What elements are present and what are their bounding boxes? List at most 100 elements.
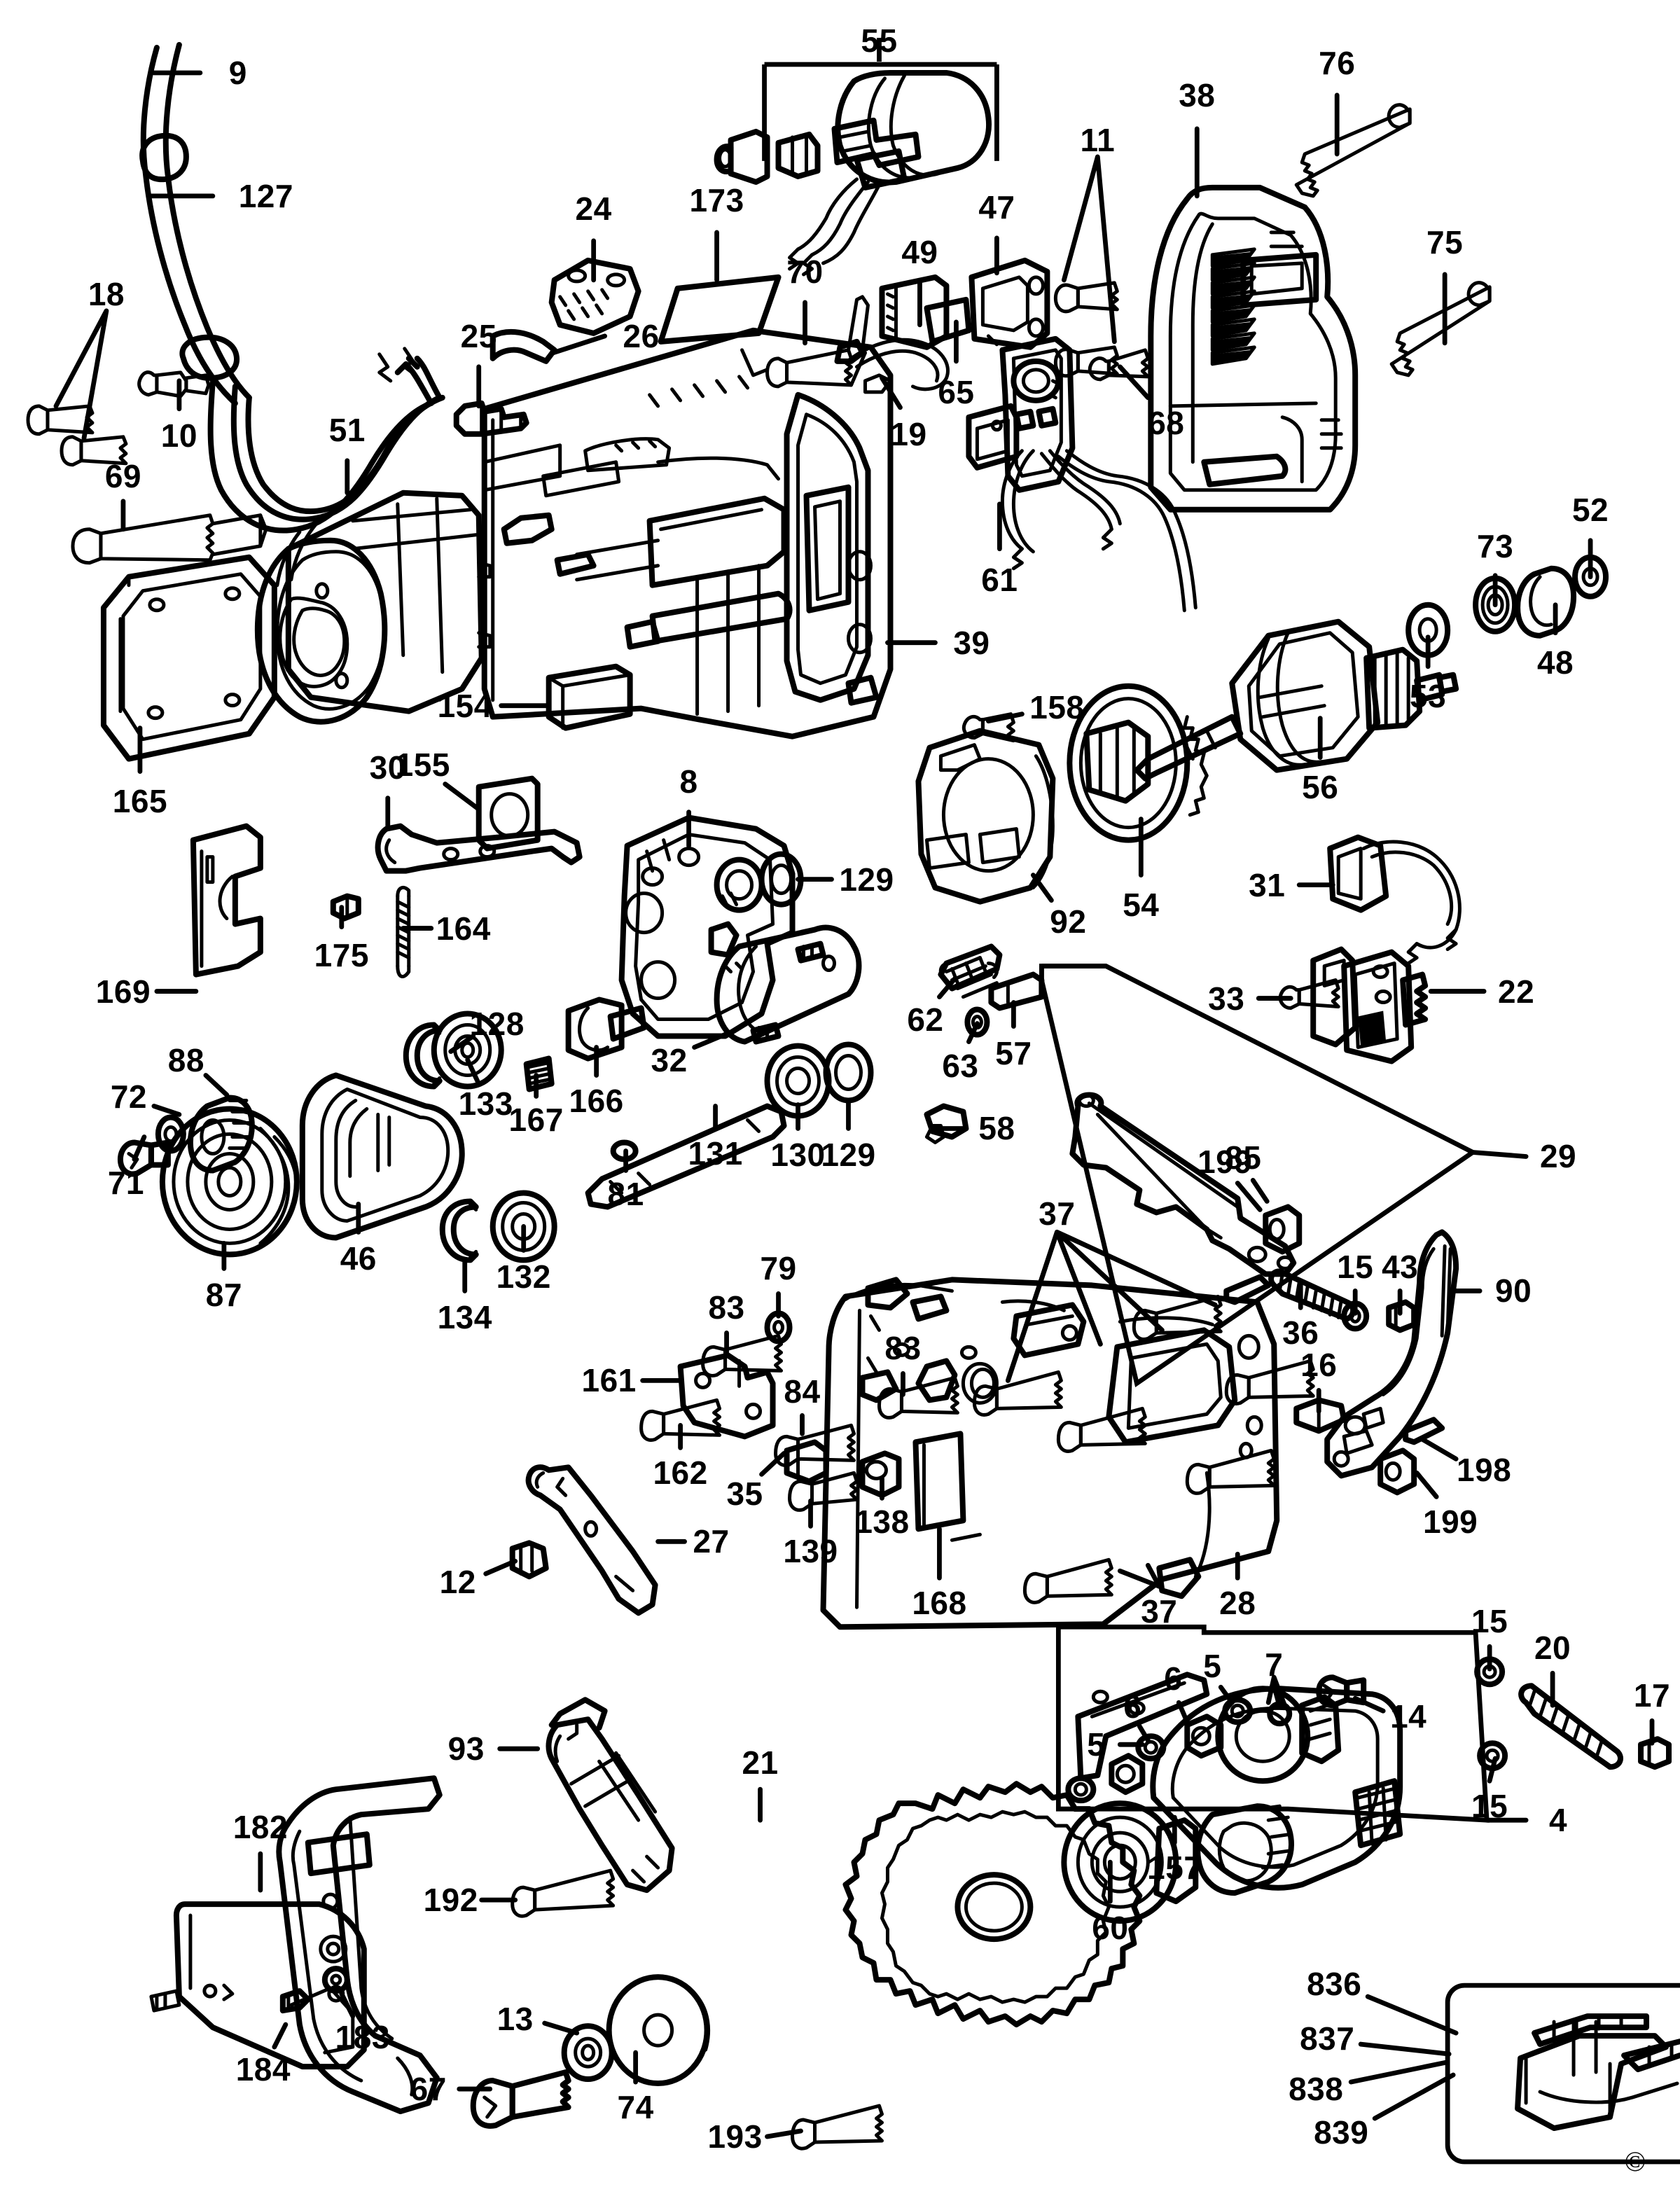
part-51-field-stator: [254, 489, 492, 725]
part-61-switch-module: [966, 335, 1197, 613]
part-134-retaining-ring: [439, 1198, 479, 1263]
callout-number-21: 21: [742, 1744, 779, 1782]
callout-number-48: 48: [1536, 644, 1574, 681]
callout-number-84: 84: [784, 1373, 821, 1410]
callout-number-58: 58: [978, 1110, 1015, 1147]
callout-number-26: 26: [623, 317, 660, 354]
leader-line-5: [1218, 1684, 1235, 1705]
callout-number-37: 37: [1039, 1195, 1076, 1233]
callout-number-9: 9: [228, 54, 247, 91]
callout-number-168: 168: [912, 1585, 967, 1622]
part-12-knob: [509, 1540, 549, 1580]
callout-number-67: 67: [410, 2071, 447, 2108]
callout-number-838: 838: [1289, 2071, 1344, 2108]
part-29-guide-rail-assembly: [1039, 964, 1478, 1387]
part-47-bracket: [969, 257, 1050, 350]
leader-line-839: [1372, 2072, 1456, 2121]
callout-number-87: 87: [205, 1277, 242, 1314]
leader-line-71: [132, 1134, 147, 1162]
leader-line-37: [1145, 1562, 1162, 1589]
leader-line-35: [759, 1450, 786, 1477]
callout-number-18: 18: [88, 275, 125, 312]
callout-number-74: 74: [617, 2089, 654, 2126]
callout-number-5: 5: [1087, 1726, 1106, 1763]
callout-number-837: 837: [1300, 2020, 1355, 2057]
callout-number-38: 38: [1179, 76, 1216, 113]
part-67-socket-bolt: [470, 2069, 571, 2129]
callout-number-32: 32: [651, 1041, 688, 1078]
leader-line-199: [1414, 1470, 1439, 1499]
part-35-nut: [784, 1439, 829, 1485]
leader-line-68: [1117, 364, 1151, 401]
leader-line-63: [966, 1021, 980, 1044]
callout-number-15: 15: [1337, 1249, 1374, 1286]
part-36-spring: [1268, 1268, 1356, 1322]
part-68-screw: [1088, 348, 1150, 382]
part-88-pulley-hub: [187, 1095, 255, 1174]
part-168-label: [912, 1431, 966, 1532]
callout-number-56: 56: [1302, 768, 1339, 805]
callout-number-31: 31: [1249, 866, 1286, 903]
part-5-6-7-hardware: [1065, 1697, 1293, 1804]
leader-line-19: [880, 375, 903, 410]
callout-number-27: 27: [693, 1523, 730, 1560]
callout-number-192: 192: [423, 1882, 478, 1919]
callout-number-57: 57: [995, 1034, 1032, 1071]
callout-number-25: 25: [460, 317, 497, 354]
callout-number-132: 132: [496, 1258, 551, 1296]
leader-line-32: [692, 1031, 730, 1050]
callout-number-65: 65: [938, 373, 975, 410]
part-54-fan-gear: [1067, 683, 1209, 843]
callout-number-68: 68: [1148, 404, 1185, 441]
part-161-bracket: [677, 1352, 776, 1440]
callout-number-7: 7: [1265, 1646, 1284, 1683]
callout-number-8: 8: [679, 763, 698, 800]
callout-number-16: 16: [1300, 1347, 1338, 1384]
part-70-long-screw: [765, 295, 870, 389]
part-49-65-carbon-brush: [879, 274, 972, 350]
callout-number-13: 13: [497, 2001, 534, 2038]
part-18-69-screws: [26, 370, 268, 565]
callout-number-139: 139: [783, 1533, 838, 1570]
callout-number-839: 839: [1314, 2114, 1369, 2151]
part-175-pin: [330, 893, 361, 922]
leader-line-14: [1352, 1695, 1386, 1714]
leader-line-128: [448, 1034, 476, 1054]
callout-number-199: 199: [1423, 1504, 1478, 1541]
callout-number-154: 154: [437, 687, 492, 724]
callout-number-55: 55: [861, 22, 898, 59]
callout-number-76: 76: [1319, 44, 1356, 81]
leader-line-62: [937, 976, 957, 999]
callout-number-165: 165: [112, 782, 168, 819]
part-8-gearbox-housing: [618, 814, 862, 1045]
callout-number-22: 22: [1498, 973, 1535, 1010]
part-22-trigger-switch: [1310, 946, 1429, 1064]
leader-line-7: [1271, 1683, 1282, 1709]
callout-number-199: 199: [1197, 1144, 1253, 1181]
callout-number-167: 167: [508, 1102, 564, 1139]
part-71-bolt: [117, 1139, 171, 1177]
leader-line-198: [1419, 1436, 1459, 1461]
part-60-blade-flange: [1061, 1800, 1199, 1924]
part-33-screw: [1278, 978, 1340, 1011]
part-139-screw: [788, 1471, 859, 1512]
callout-number-29: 29: [1539, 1138, 1577, 1175]
leader-line-838: [1348, 2060, 1449, 2085]
part-192-screw: [511, 1868, 616, 1918]
part-4-lower-guard-assembly: [1055, 1624, 1490, 1891]
callout-number-85: 85: [1225, 1139, 1262, 1176]
callout-number-83: 83: [884, 1330, 922, 1367]
part-46-drive-belt: [299, 1072, 465, 1241]
callout-number-6: 6: [1164, 1660, 1183, 1697]
part-83-screw-lower: [877, 1375, 959, 1419]
leader-line-184: [272, 2022, 289, 2050]
part-157-arbor-bolt: [1195, 1803, 1294, 1896]
callout-number-51: 51: [328, 411, 366, 448]
callout-number-157: 157: [1147, 1849, 1202, 1887]
callout-number-81: 81: [607, 1176, 644, 1213]
callout-number-20: 20: [1534, 1630, 1571, 1667]
callout-number-155: 155: [395, 746, 450, 783]
callout-number-14: 14: [1390, 1698, 1427, 1735]
callout-number-61: 61: [981, 561, 1018, 598]
